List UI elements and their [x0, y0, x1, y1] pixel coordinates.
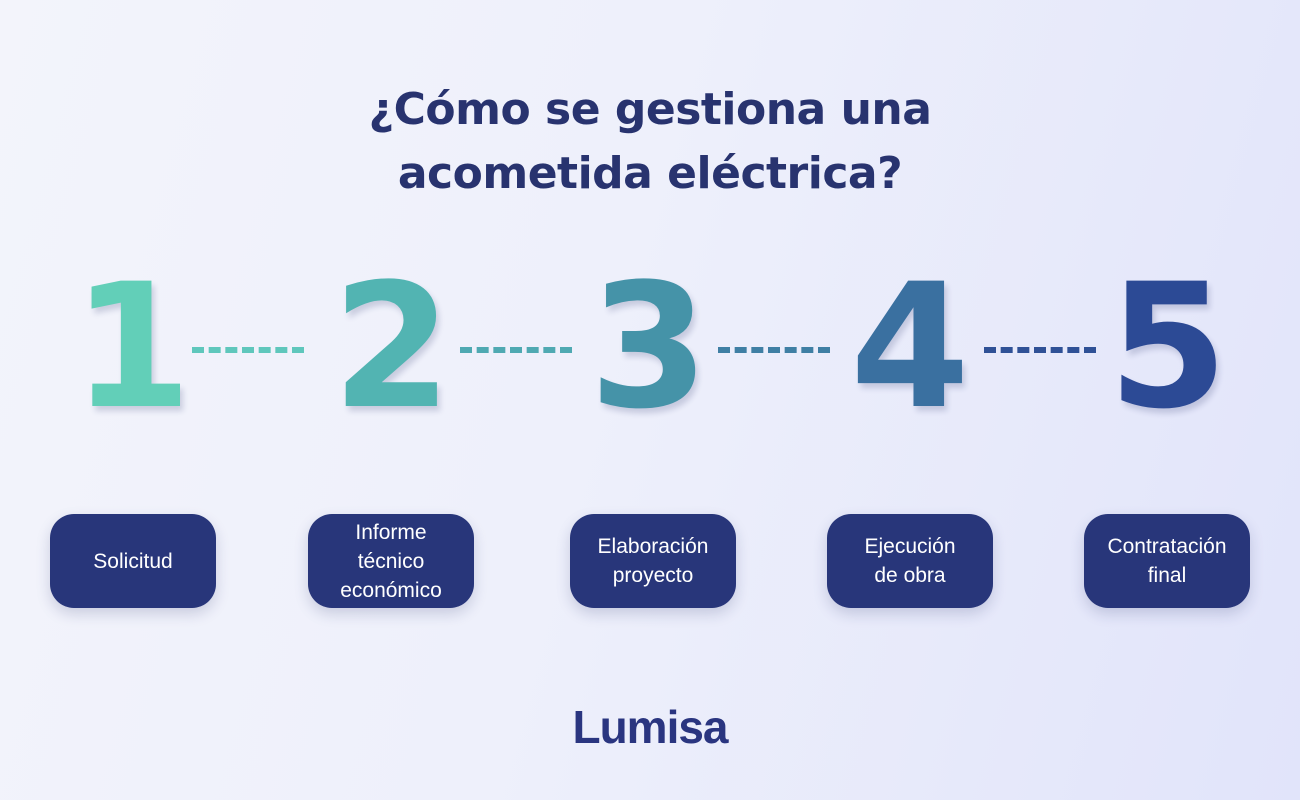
step-box-solicitud: Solicitud: [50, 514, 216, 608]
step-number-2: 2: [332, 246, 452, 447]
step-box-contratacion-final: Contratación final: [1084, 514, 1250, 608]
step-number-1: 1: [72, 246, 192, 447]
step-box-elaboracion-proyecto: Elaboración proyecto: [570, 514, 736, 608]
title-line-1: ¿Cómo se gestiona una: [368, 84, 932, 135]
step-number-3: 3: [589, 246, 709, 447]
step-number-4: 4: [850, 246, 970, 447]
connector-1-2: [192, 347, 304, 353]
step-box-ejecucion-de-obra: Ejecución de obra: [827, 514, 993, 608]
step-number-5: 5: [1108, 246, 1228, 447]
connector-4-5: [984, 347, 1096, 353]
title-line-2: acometida eléctrica?: [397, 148, 903, 199]
connector-3-4: [718, 347, 830, 353]
connector-2-3: [460, 347, 572, 353]
brand-logo: Lumisa: [572, 701, 728, 753]
step-box-informe-tecnico-economico: Informe técnico económico: [308, 514, 474, 608]
page-title: ¿Cómo se gestiona una acometida eléctric…: [0, 78, 1300, 206]
